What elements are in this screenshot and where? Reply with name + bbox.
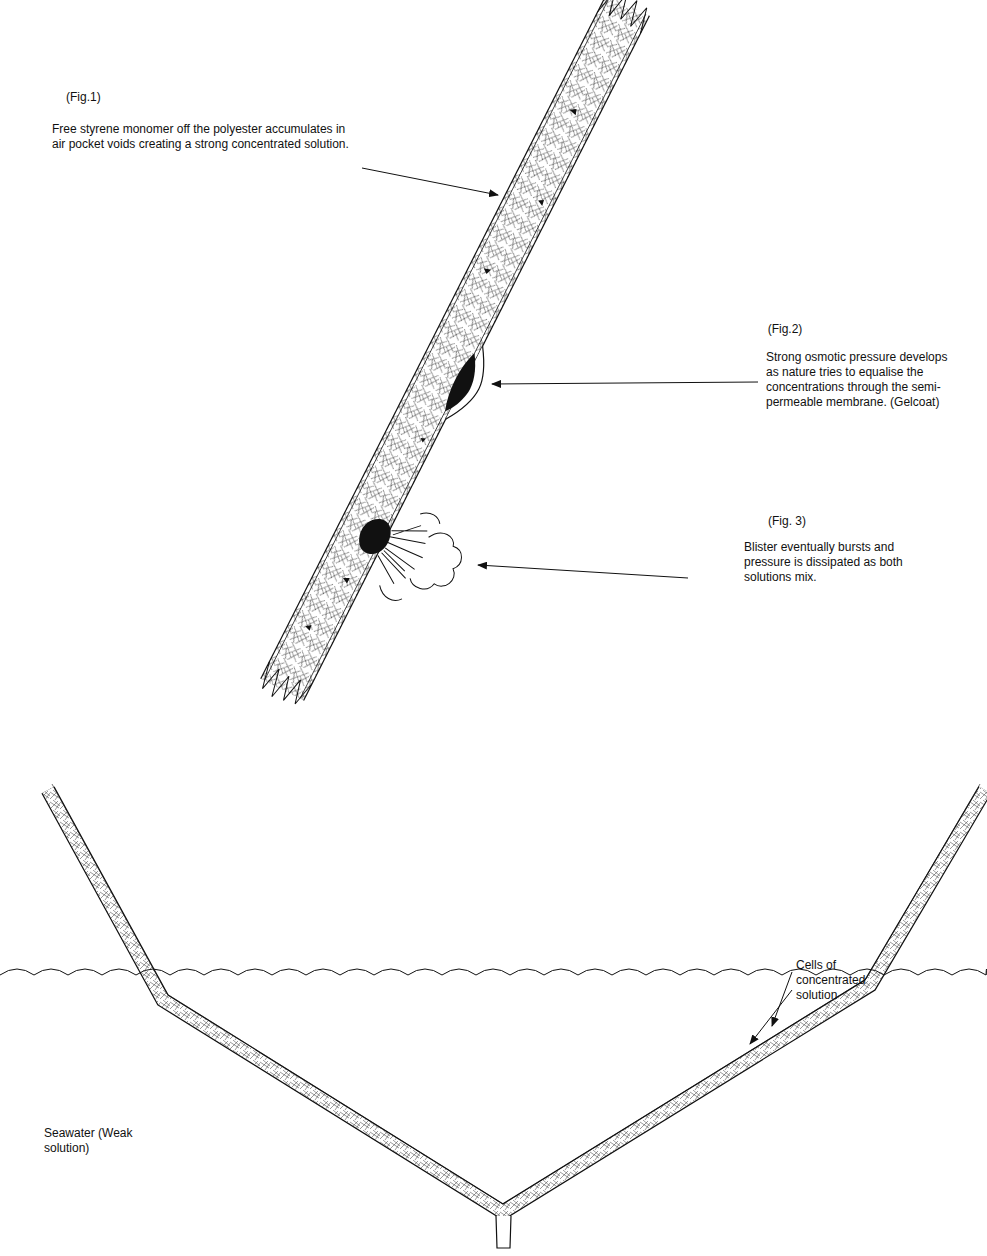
leader-arrow xyxy=(772,972,792,1026)
callout-note: Free styrene monomer off the polyester a… xyxy=(52,122,357,152)
region-label: Seawater (Weak solution) xyxy=(44,1126,174,1156)
figure-number: (Fig.1) xyxy=(66,90,146,105)
hull-section xyxy=(48,784,985,1248)
leader-arrow xyxy=(492,382,758,384)
leader-arrow xyxy=(362,168,498,195)
figure-number: (Fig.2) xyxy=(750,322,820,337)
callout-note: Blister eventually bursts and pressure i… xyxy=(744,540,919,585)
leader-arrow xyxy=(750,990,792,1044)
laminate-section xyxy=(256,0,724,746)
figure-number: (Fig. 3) xyxy=(752,514,822,529)
leader-arrow xyxy=(478,565,688,578)
callout-note: Strong osmotic pressure develops as natu… xyxy=(766,350,962,410)
part-label: Cells of concentrated solution xyxy=(796,958,874,1003)
